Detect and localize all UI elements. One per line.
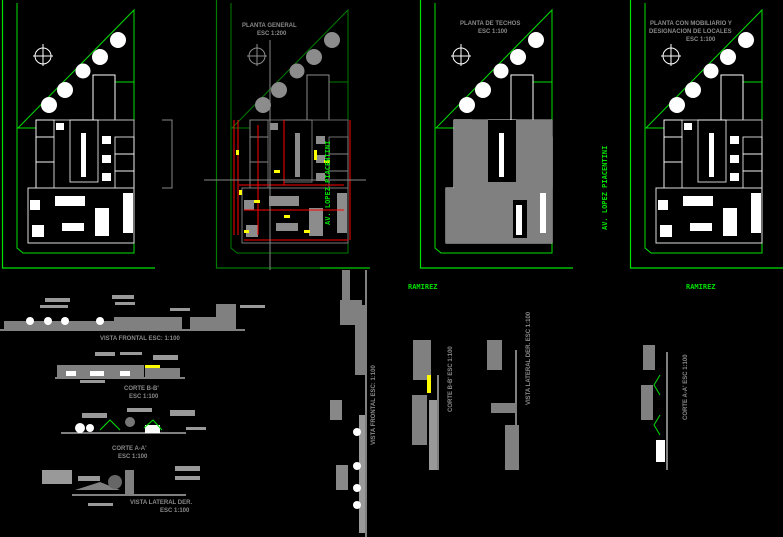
plan-furniture-scale: ESC 1:100	[686, 37, 716, 43]
front-elevation-rotated[interactable]: VISTA FRONTAL ESC: 1:100	[320, 267, 377, 537]
lateral-elevation-scale: ESC 1:100	[160, 508, 190, 514]
plan-roof-scale: ESC 1:100	[478, 29, 508, 35]
section-aa-rotated[interactable]: CORTE A-A' ESC 1:100	[641, 345, 689, 470]
plan-general[interactable]: PLANTA GENERAL ESC 1:200	[204, 0, 370, 270]
plan-roof-title: PLANTA DE TECHOS	[460, 21, 520, 27]
section-aa[interactable]: CORTE A-A' ESC 1:100	[61, 408, 206, 460]
plan-roof[interactable]: PLANTA DE TECHOS ESC 1:100	[419, 0, 574, 269]
window-schedule	[162, 119, 173, 189]
street-label-2: RAMIREZ	[686, 283, 716, 291]
plan-general-title: PLANTA GENERAL	[242, 23, 297, 29]
front-elevation-rotated-label: VISTA FRONTAL ESC: 1:100	[371, 365, 377, 445]
av-label-overlay: AV. LOPEZ PIACENTINI	[324, 141, 332, 225]
section-bb-rotated-label: CORTE B-B' ESC 1:100	[448, 346, 454, 412]
plan-furniture[interactable]: PLANTA CON MOBILIARIO Y DESIGNACION DE L…	[629, 0, 783, 269]
plan-general-scale: ESC 1:200	[257, 31, 287, 37]
lateral-rotated-label: VISTA LATERAL DER. ESC 1:100	[526, 311, 532, 405]
lateral-elevation[interactable]: VISTA LATERAL DER. ESC 1:100	[42, 466, 200, 514]
section-bb-label: CORTE B-B'	[124, 386, 159, 392]
section-bb-rotated[interactable]: CORTE B-B' ESC 1:100	[412, 340, 454, 470]
front-elevation-label: VISTA FRONTAL ESC: 1:100	[100, 336, 180, 342]
plan-1[interactable]	[1, 0, 156, 269]
lateral-rotated[interactable]: VISTA LATERAL DER. ESC 1:100	[487, 311, 532, 470]
section-aa-scale: ESC 1:100	[118, 454, 148, 460]
street-label-1: RAMIREZ	[408, 283, 438, 291]
plan-furniture-title-1: PLANTA CON MOBILIARIO Y	[650, 21, 732, 27]
section-bb-scale: ESC 1:100	[129, 394, 159, 400]
lateral-elevation-label: VISTA LATERAL DER.	[130, 500, 192, 506]
section-bb[interactable]: CORTE B-B' ESC 1:100	[55, 352, 185, 400]
avenue-label: AV. LOPEZ PIACENTINI	[601, 146, 609, 230]
plan-furniture-title-2: DESIGNACION DE LOCALES	[649, 29, 732, 35]
section-aa-label: CORTE A-A'	[112, 446, 147, 452]
section-aa-rotated-label: CORTE A-A' ESC 1:100	[683, 354, 689, 420]
front-elevation[interactable]: VISTA FRONTAL ESC: 1:100	[0, 295, 265, 342]
